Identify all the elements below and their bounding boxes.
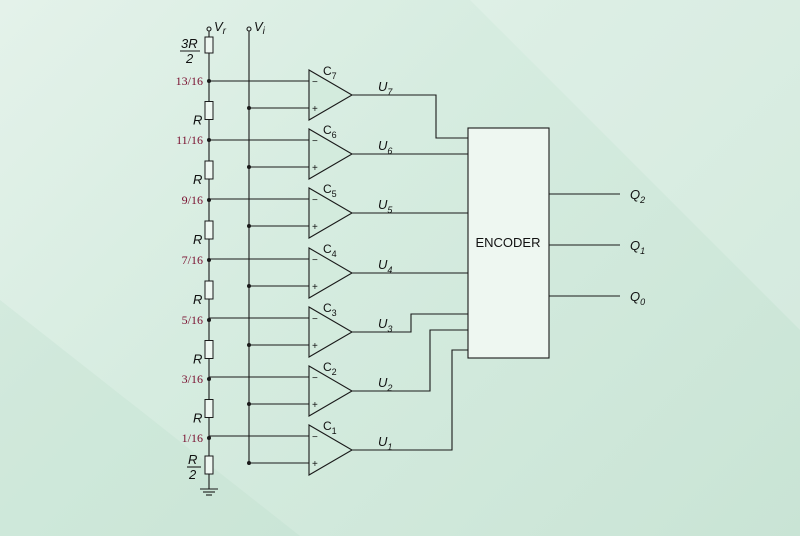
resistor-r-label: R: [193, 172, 202, 187]
resistor-r-label: R: [193, 113, 202, 128]
vr-label: Vr: [214, 19, 227, 37]
resistor-r: [204, 399, 214, 418]
level-label: 11/16: [176, 133, 203, 147]
encoder-label: ENCODER: [475, 235, 540, 250]
output-label: U1: [378, 434, 392, 452]
minus-sign: −: [312, 255, 318, 266]
junction-dot: [207, 318, 211, 322]
output-label: U3: [378, 316, 392, 334]
plus-sign: +: [312, 459, 318, 470]
resistor-r-label: R: [193, 352, 202, 367]
comparator-triangle: [308, 128, 354, 180]
plus-sign: +: [312, 341, 318, 352]
level-label: 5/16: [182, 313, 203, 327]
vi-label: Vi: [254, 19, 266, 37]
resistor-r-label: R: [193, 232, 202, 247]
vr-terminal: [206, 26, 212, 32]
encoder-block: [467, 127, 550, 359]
resistor-r: [204, 101, 214, 120]
bottom-resistor-num: R: [188, 452, 197, 467]
level-label: 13/16: [176, 74, 203, 88]
junction-dot: [207, 436, 211, 440]
level-label: 3/16: [182, 372, 203, 386]
comparator-label: C6: [323, 123, 337, 140]
comparator-label: C7: [323, 64, 337, 81]
comparator-label: C2: [323, 360, 337, 377]
minus-sign: −: [312, 314, 318, 325]
minus-sign: −: [312, 432, 318, 443]
q-output-label: Q1: [630, 238, 645, 256]
vi-terminal: [246, 26, 252, 32]
output-label: U2: [378, 375, 392, 393]
q-output-label: Q2: [630, 187, 645, 205]
output-wire: [352, 329, 468, 392]
minus-sign: −: [312, 195, 318, 206]
resistor-r-label: R: [193, 292, 202, 307]
resistor-ladder: R R R R R R: [193, 31, 214, 478]
comparator-triangle: [308, 365, 354, 417]
plus-sign: +: [312, 163, 318, 174]
output-label: U5: [378, 197, 393, 215]
comparator-label: C4: [323, 242, 337, 259]
resistor-3r2: [204, 36, 214, 54]
comparator-triangle: [308, 306, 354, 358]
comparator-triangle: [308, 187, 354, 239]
minus-sign: −: [312, 77, 318, 88]
comparator-label: C5: [323, 182, 337, 199]
output-label: U7: [378, 79, 393, 97]
comparator-label: C1: [323, 419, 337, 436]
plus-sign: +: [312, 222, 318, 233]
output-wire: [352, 313, 468, 333]
resistor-r: [204, 340, 214, 359]
level-label: 1/16: [182, 431, 203, 445]
plus-sign: +: [312, 104, 318, 115]
minus-sign: −: [312, 373, 318, 384]
level-label: 7/16: [182, 253, 203, 267]
output-wire: [352, 94, 468, 139]
junction-dot: [207, 377, 211, 381]
resistor-r: [204, 220, 214, 240]
comparator-label: C3: [323, 301, 337, 318]
q-output-label: Q0: [630, 289, 645, 307]
top-resistor-num: 3R: [181, 36, 198, 51]
bg-shape: [0, 300, 300, 536]
bottom-resistor-den: 2: [188, 467, 197, 482]
resistor-r: [204, 280, 214, 300]
output-wire: [352, 349, 468, 451]
output-label: U4: [378, 257, 392, 275]
plus-sign: +: [312, 400, 318, 411]
resistor-r2: [204, 455, 214, 475]
level-label: 9/16: [182, 193, 203, 207]
resistor-r: [204, 160, 214, 180]
resistor-r-label: R: [193, 411, 202, 426]
comparator-triangle: [308, 247, 354, 299]
comparator-triangle: [308, 424, 354, 476]
output-label: U6: [378, 138, 392, 156]
comparator-triangle: [308, 69, 354, 121]
top-resistor-den: 2: [185, 51, 194, 66]
minus-sign: −: [312, 136, 318, 147]
plus-sign: +: [312, 282, 318, 293]
bg-shape: [470, 0, 800, 330]
